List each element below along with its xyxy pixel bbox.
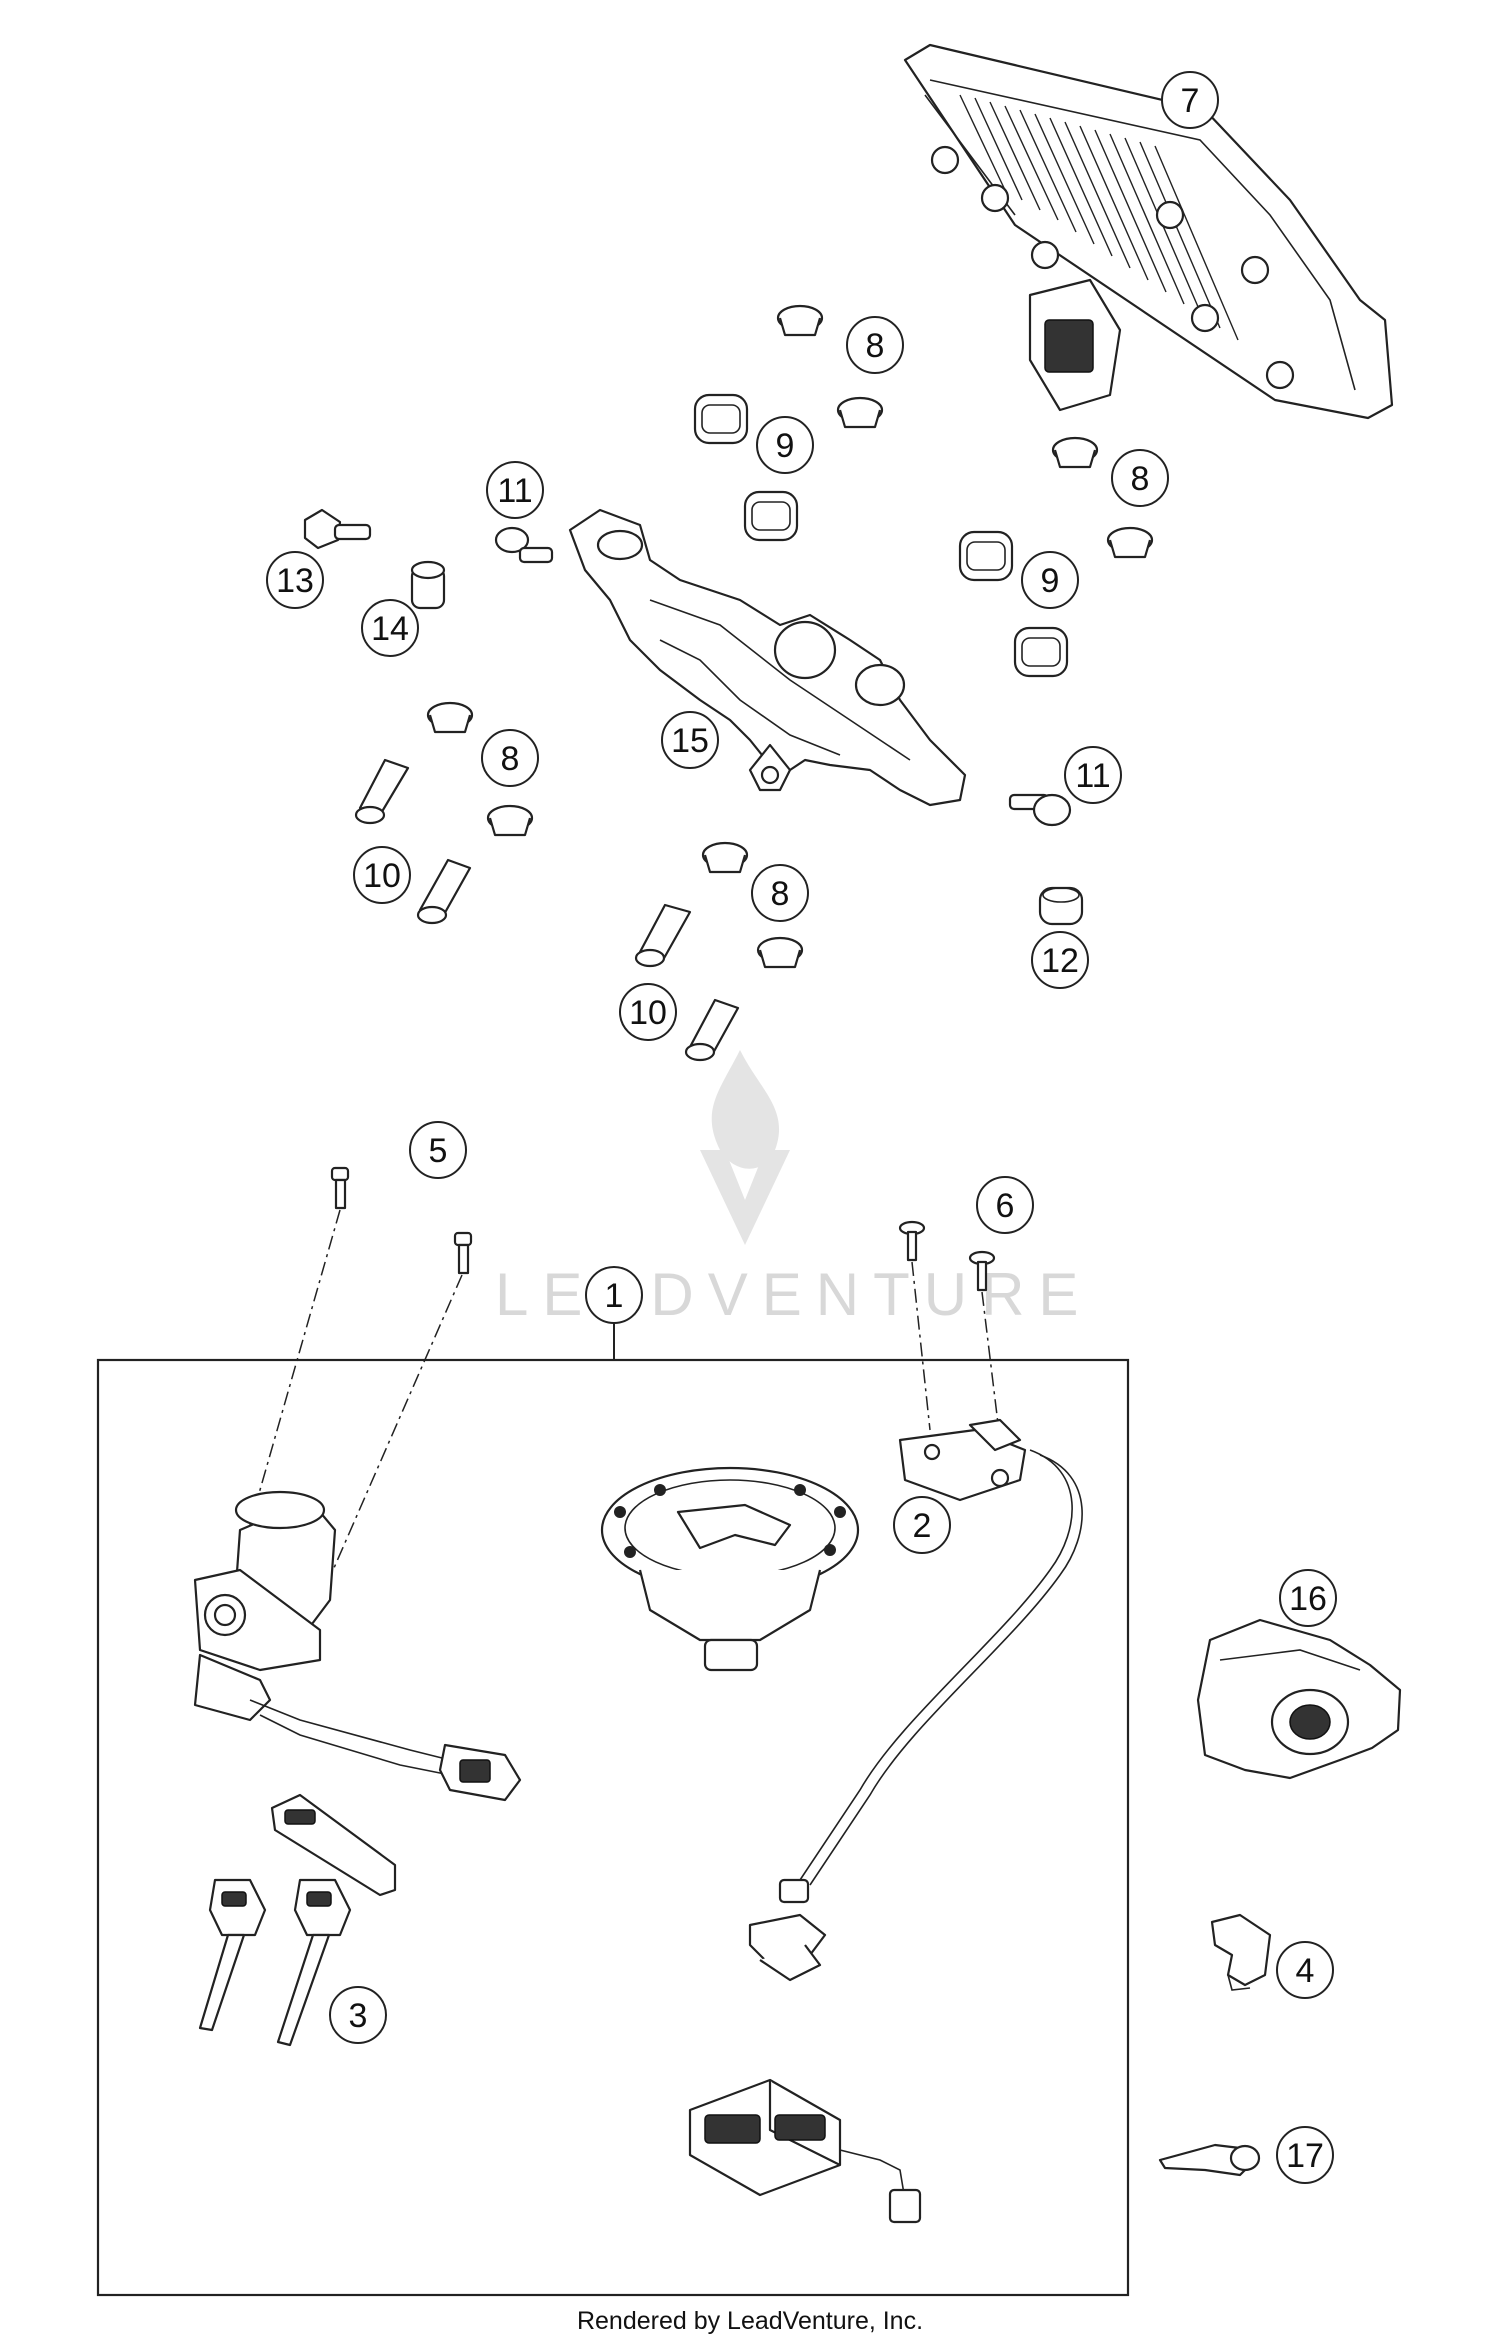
instrument-cluster <box>903 43 1394 420</box>
bushing-8-d <box>1106 526 1154 559</box>
callout-label: 15 <box>671 722 709 760</box>
callout-8: 8 <box>846 316 904 374</box>
callout-label: 10 <box>629 994 667 1032</box>
callout-14: 14 <box>361 599 419 657</box>
bushing-8-f <box>486 804 534 837</box>
callout-label: 11 <box>1075 757 1110 795</box>
fuel-cap <box>600 1466 860 1672</box>
damper-9-a <box>693 393 749 445</box>
bushing-8-h <box>756 936 804 969</box>
callout-label: 2 <box>913 1507 932 1545</box>
callout-3: 3 <box>329 1986 387 2044</box>
pin-10-d <box>684 998 740 1062</box>
callout-2: 2 <box>893 1496 951 1554</box>
callout-label: 9 <box>1041 562 1060 600</box>
callout-9: 9 <box>756 416 814 474</box>
bushing-8-a <box>776 304 824 337</box>
callout-label: 3 <box>349 1997 368 2035</box>
bushing-8-b <box>836 396 884 429</box>
callout-label: 8 <box>866 327 885 365</box>
footer-credit: Rendered by LeadVenture, Inc. <box>576 2307 924 2335</box>
bushing-8-c <box>1051 436 1099 469</box>
callout-7: 7 <box>1161 71 1219 129</box>
bushing-8-g <box>701 841 749 874</box>
mounting-bracket-15 <box>568 508 967 807</box>
callout-label: 8 <box>1131 460 1150 498</box>
pin-10-c <box>634 903 692 968</box>
callout-10: 10 <box>619 983 677 1041</box>
control-unit <box>688 2078 922 2224</box>
callout-label: 11 <box>497 472 532 510</box>
screw-11-a <box>494 526 554 564</box>
bushing-8-e <box>426 701 474 734</box>
callout-label: 13 <box>276 562 314 600</box>
spacer-14 <box>410 560 446 610</box>
callout-label: 16 <box>1289 1580 1327 1618</box>
callout-label: 14 <box>371 610 409 648</box>
callout-8: 8 <box>751 864 809 922</box>
key-transponder <box>270 1793 397 1897</box>
immobilizer-bracket-2 <box>778 1418 1083 1904</box>
damper-9-c <box>958 530 1014 582</box>
ignition-lock <box>193 1490 522 1802</box>
screw-11-b <box>1008 793 1072 827</box>
callout-10: 10 <box>353 846 411 904</box>
callout-16: 16 <box>1279 1569 1337 1627</box>
callout-8: 8 <box>1111 449 1169 507</box>
callout-1: 1 <box>585 1266 643 1324</box>
callout-8: 8 <box>481 729 539 787</box>
callout-label: 17 <box>1286 2137 1324 2175</box>
callout-label: 5 <box>429 1132 448 1170</box>
watermark-text: LEADVENTURE <box>495 1261 1092 1328</box>
callout-6: 6 <box>976 1176 1034 1234</box>
callout-label: 4 <box>1296 1952 1315 1990</box>
bolt-13 <box>303 508 372 550</box>
pin-10-a <box>354 758 410 825</box>
callout-label: 6 <box>996 1187 1015 1225</box>
damper-9-d <box>1013 626 1069 678</box>
grommet-12 <box>1038 886 1084 926</box>
keys-3 <box>198 1878 352 2047</box>
callout-label: 1 <box>605 1277 624 1315</box>
callout-label: 7 <box>1181 82 1200 120</box>
callout-label: 10 <box>363 857 401 895</box>
callout-17: 17 <box>1276 2126 1334 2184</box>
bracket-17 <box>1158 2143 1261 2177</box>
callout-label: 8 <box>501 740 520 778</box>
callout-label: 8 <box>771 875 790 913</box>
callout-15: 15 <box>661 711 719 769</box>
callout-12: 12 <box>1031 931 1089 989</box>
callout-label: 12 <box>1041 942 1079 980</box>
callout-9: 9 <box>1021 551 1079 609</box>
screw-6 <box>898 1220 1001 1441</box>
antenna-clip <box>748 1913 827 1982</box>
callout-4: 4 <box>1276 1941 1334 1999</box>
pin-10-b <box>416 858 472 925</box>
clip-4 <box>1210 1913 1272 1991</box>
callout-11: 11 <box>486 461 544 519</box>
damper-9-b <box>743 490 799 542</box>
callout-13: 13 <box>266 551 324 609</box>
ignition-cover-16 <box>1196 1618 1402 1780</box>
callout-label: 9 <box>776 427 795 465</box>
callout-11: 11 <box>1064 746 1122 804</box>
callout-5: 5 <box>409 1121 467 1179</box>
